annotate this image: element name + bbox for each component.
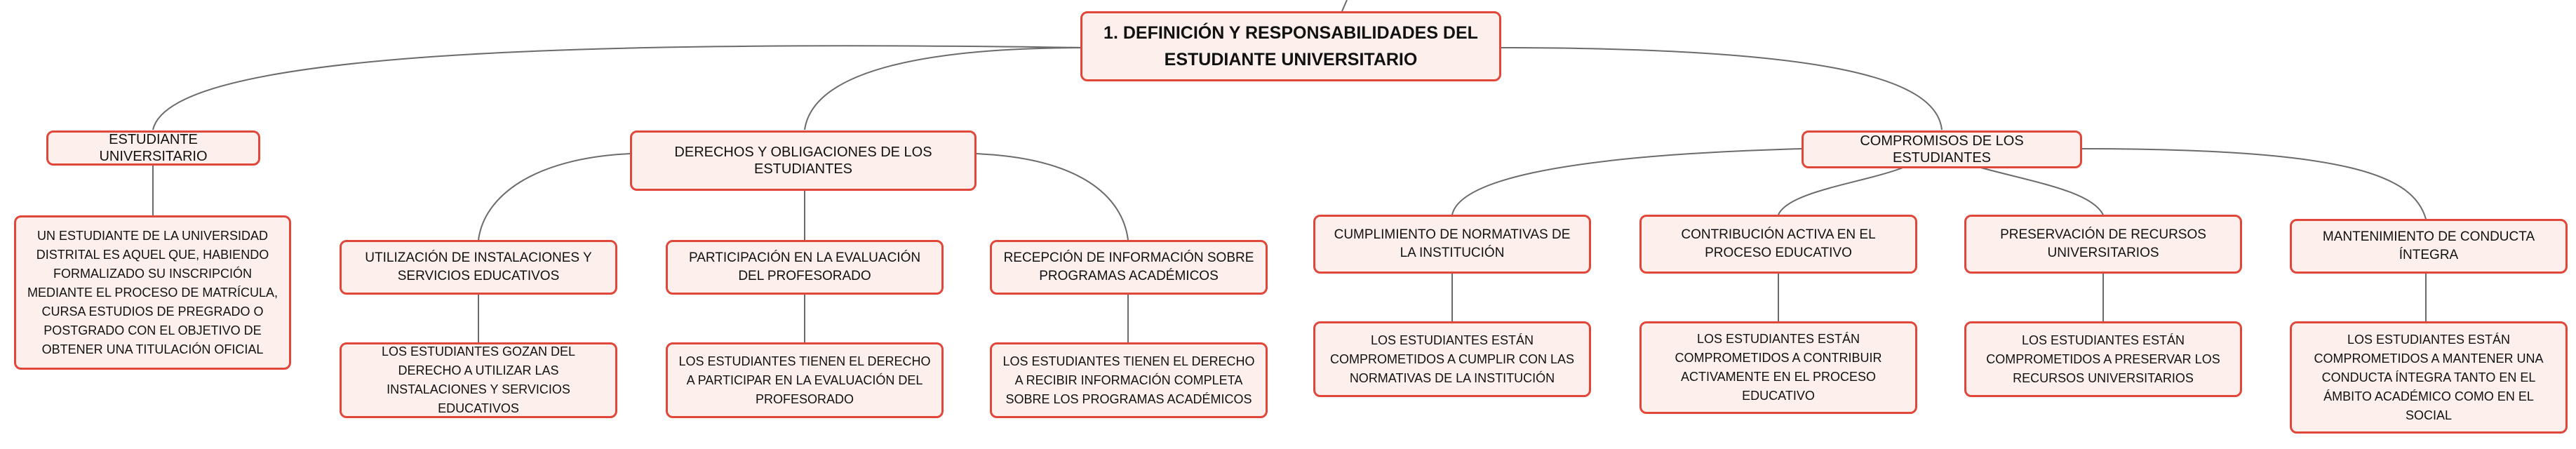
commitment-item-label: Contribución activa en el proceso educat… — [1681, 227, 1876, 260]
commitments-node-label: Compromisos de los estudiantes — [1860, 133, 2024, 166]
connector-commit-3 — [2079, 148, 2427, 220]
connector-rights-2 — [974, 153, 1129, 241]
root-node-label: 1. Definición y responsabilidades del es… — [1103, 23, 1478, 69]
connector-root-student — [152, 45, 1085, 130]
commitment-detail-node[interactable]: Los estudiantes están comprometidos a co… — [1639, 321, 1917, 414]
commitment-detail-node[interactable]: Los estudiantes están comprometidos a cu… — [1313, 321, 1591, 397]
rights-item-label: Recepción de información sobre programas… — [1003, 250, 1254, 283]
connector-commit-1 — [1778, 166, 1905, 215]
root-node[interactable]: 1. Definición y responsabilidades del es… — [1080, 11, 1501, 81]
commitment-item-node[interactable]: Cumplimiento de normativas de la institu… — [1313, 215, 1591, 274]
commitment-item-node[interactable]: Contribución activa en el proceso educat… — [1639, 215, 1917, 274]
student-node[interactable]: Estudiante universitario — [46, 130, 260, 166]
commitment-detail-text: Los estudiantes están comprometidos a ma… — [2314, 332, 2544, 422]
student-node-label: Estudiante universitario — [99, 132, 208, 164]
connector-rights-0 — [478, 153, 632, 241]
commitment-item-label: Preservación de recursos universitarios — [2000, 227, 2206, 260]
rights-detail-text: Los estudiantes tienen el derecho a part… — [678, 354, 931, 406]
commitment-detail-node[interactable]: Los estudiantes están comprometidos a ma… — [2290, 321, 2568, 434]
commitment-item-label: Mantenimiento de conducta íntegra — [2322, 229, 2535, 262]
rights-node-label: Derechos y obligaciones de los estudiant… — [674, 145, 932, 177]
connector-root-rights — [804, 47, 1085, 130]
connector-commit-0 — [1451, 148, 1804, 215]
commitments-node[interactable]: Compromisos de los estudiantes — [1802, 130, 2082, 168]
rights-item-label: Participación en la evaluación del profe… — [688, 250, 921, 283]
connector-commit-2 — [1978, 166, 2104, 215]
rights-detail-node[interactable]: Los estudiantes tienen el derecho a part… — [666, 342, 944, 418]
commitment-detail-text: Los estudiantes están comprometidos a cu… — [1329, 333, 1575, 385]
connector-root-commitments — [1497, 47, 1943, 130]
commitment-detail-text: Los estudiantes están comprometidos a co… — [1675, 332, 1882, 403]
rights-detail-text: Los estudiantes gozan del derecho a util… — [381, 344, 576, 415]
rights-detail-node[interactable]: Los estudiantes gozan del derecho a util… — [340, 342, 617, 418]
rights-detail-node[interactable]: Los estudiantes tienen el derecho a reci… — [990, 342, 1268, 418]
commitment-detail-node[interactable]: Los estudiantes están comprometidos a pr… — [1964, 321, 2242, 397]
rights-detail-text: Los estudiantes tienen el derecho a reci… — [1002, 354, 1255, 406]
commitment-item-label: Cumplimiento de normativas de la institu… — [1334, 227, 1571, 260]
commitment-item-node[interactable]: Mantenimiento de conducta íntegra — [2290, 219, 2568, 274]
student-definition-node[interactable]: Un estudiante de la universidad distrita… — [14, 215, 291, 370]
commitment-item-node[interactable]: Preservación de recursos universitarios — [1964, 215, 2242, 274]
rights-item-node[interactable]: Utilización de instalaciones y servicios… — [340, 240, 617, 295]
commitment-detail-text: Los estudiantes están comprometidos a pr… — [1986, 333, 2220, 385]
rights-item-node[interactable]: Recepción de información sobre programas… — [990, 240, 1268, 295]
rights-item-node[interactable]: Participación en la evaluación del profe… — [666, 240, 944, 295]
connector-top — [1341, 0, 1348, 12]
rights-item-label: Utilización de instalaciones y servicios… — [365, 250, 592, 283]
rights-node[interactable]: Derechos y obligaciones de los estudiant… — [630, 130, 977, 191]
student-definition-text: Un estudiante de la universidad distrita… — [27, 228, 279, 356]
